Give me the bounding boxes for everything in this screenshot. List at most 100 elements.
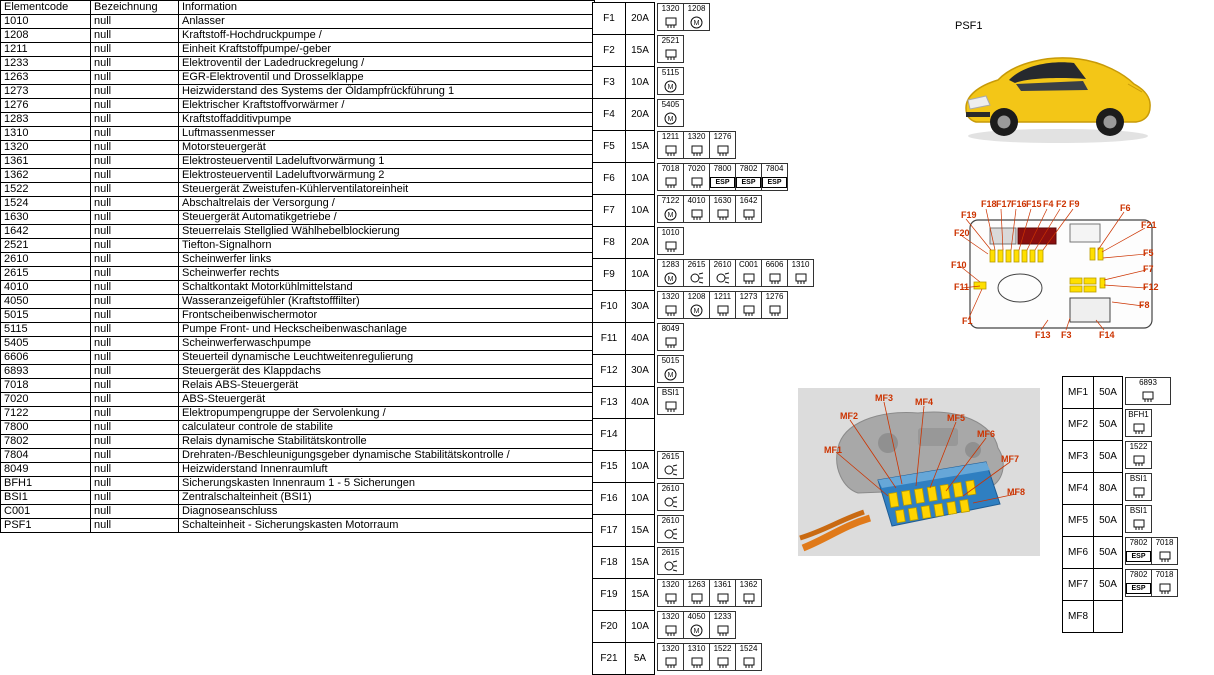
component-fuse-box: 7018 (657, 163, 684, 191)
component-code: 2521 (661, 36, 680, 45)
component-fuse-box: 1276 (761, 291, 788, 319)
information-cell: ABS-Steuergerät (178, 392, 595, 407)
component-code: 1320 (661, 644, 680, 653)
component-icon: M (684, 14, 709, 30)
diagram-label-f21: F21 (1141, 220, 1157, 230)
photo-label-mf4: MF4 (915, 397, 933, 407)
fuse-amperage: 15A (625, 578, 655, 611)
fuse-amperage: 10A (625, 66, 655, 99)
component-icon (1126, 452, 1151, 468)
svg-text:M: M (694, 308, 700, 315)
fuse-id: F5 (592, 130, 626, 163)
element-code-cell: C001 (0, 504, 91, 519)
element-code-cell: 5405 (0, 336, 91, 351)
bezeichnung-cell: null (90, 84, 179, 99)
component-icon (736, 270, 761, 286)
element-code-cell: 1310 (0, 126, 91, 141)
component-code: 1310 (687, 644, 706, 653)
component-icon (684, 174, 709, 190)
diagram-label-f3: F3 (1061, 330, 1072, 340)
component-code: 1522 (713, 644, 732, 653)
information-cell: Schalteinheit - Sicherungskasten Motorra… (178, 518, 595, 533)
component-fuse-box: BFH1 (1125, 409, 1152, 437)
element-code-table: Elementcode Bezeichnung Information 1010… (0, 0, 595, 533)
component-icon (710, 142, 735, 158)
component-icon (684, 206, 709, 222)
fuse-amperage (625, 418, 655, 451)
component-icon (658, 462, 683, 478)
component-code: C001 (738, 260, 759, 269)
fuse-amperage: 30A (625, 354, 655, 387)
element-code-cell: 2615 (0, 266, 91, 281)
component-code: 1208 (687, 292, 706, 301)
element-code-cell: 6893 (0, 364, 91, 379)
component-icon: M (658, 270, 683, 286)
bezeichnung-cell: null (90, 154, 179, 169)
component-fuse-box: 1263 (683, 579, 710, 607)
fuse-row-f14: F14 (592, 418, 813, 451)
component-icon (788, 270, 813, 286)
svg-text:M: M (668, 212, 674, 219)
diagram-label-f2: F2 (1056, 199, 1067, 209)
information-cell: Elektrosteuerventil Ladeluftvorwärmung 1 (178, 154, 595, 169)
component-code: 7018 (1155, 570, 1174, 579)
component-icon: M (658, 366, 683, 382)
bezeichnung-cell: null (90, 196, 179, 211)
element-code-cell: 7804 (0, 448, 91, 463)
component-icon (736, 590, 761, 606)
element-code-cell: 1630 (0, 210, 91, 225)
component-code: 4010 (687, 196, 706, 205)
element-code-cell: 2610 (0, 252, 91, 267)
component-code: 7800 (713, 164, 732, 173)
fuse-id: MF7 (1062, 568, 1094, 601)
svg-text:M: M (668, 116, 674, 123)
component-icon (710, 270, 735, 286)
fuse-components: 1522 (1125, 440, 1152, 473)
bezeichnung-cell: null (90, 210, 179, 225)
column-header-bezeichnung: Bezeichnung (90, 0, 179, 15)
component-fuse-box: 1320 (657, 579, 684, 607)
esp-badge: ESP (762, 177, 787, 188)
component-code: 8049 (661, 324, 680, 333)
component-icon (658, 526, 683, 542)
fuse-id: MF2 (1062, 408, 1094, 441)
fuse-id: MF8 (1062, 600, 1094, 633)
element-code-cell: BSI1 (0, 490, 91, 505)
psf1-label: PSF1 (955, 20, 983, 32)
fuse-components: 1010 (657, 226, 684, 259)
element-code-cell: 7122 (0, 406, 91, 421)
svg-text:M: M (694, 20, 700, 27)
information-cell: Drehraten-/Beschleunigungsgeber dynamisc… (178, 448, 595, 463)
component-icon (762, 302, 787, 318)
component-icon (684, 590, 709, 606)
component-code: 7802 (739, 164, 758, 173)
component-fuse-box: 7020 (683, 163, 710, 191)
bezeichnung-cell: null (90, 182, 179, 197)
fuse-id: F20 (592, 610, 626, 643)
fuse-id: MF3 (1062, 440, 1094, 473)
bezeichnung-cell: null (90, 224, 179, 239)
diagram-label-f12: F12 (1143, 282, 1159, 292)
engine-bay-illustration (798, 388, 1040, 556)
